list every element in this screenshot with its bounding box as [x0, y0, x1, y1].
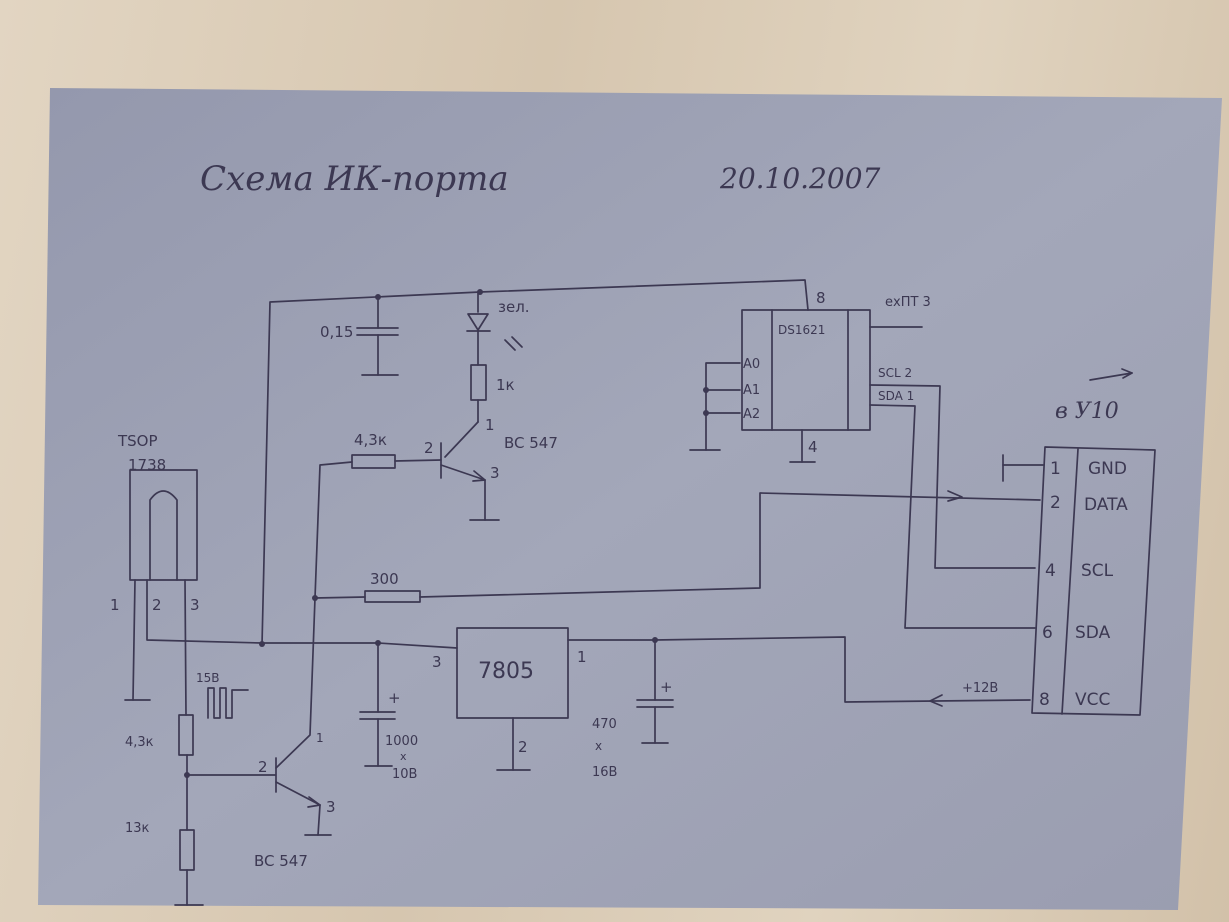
paper [38, 88, 1222, 910]
conn-pin-name: DATA [1084, 495, 1128, 515]
ds-sda: SDA 1 [878, 389, 914, 403]
r-div-bot-label: 13к [125, 821, 150, 836]
destination-label: в У10 [1055, 399, 1119, 424]
cap-in-x: x [400, 750, 407, 763]
tsop-pin1: 1 [110, 596, 120, 614]
ds-name: DS1621 [778, 323, 825, 337]
conn-pin-num: 6 [1042, 623, 1053, 643]
connector: 1 GND 2 DATA 4 SCL 6 SDA 8 VCC +12В [962, 459, 1128, 710]
q-bot-pin3: 3 [326, 798, 336, 816]
conn-pin-num: 2 [1050, 493, 1061, 513]
cap-in-plus: + [388, 689, 401, 707]
ds-a0: A0 [743, 357, 760, 372]
ds-pin8: 8 [816, 289, 826, 307]
led-label: зел. [498, 298, 530, 316]
conn-pin-name: SCL [1081, 561, 1114, 581]
conn-pin-name: VCC [1075, 690, 1110, 710]
cap1-label: 0,15 [320, 323, 353, 341]
q-bot-pin1: 1 [316, 731, 324, 745]
conn-pin-name: GND [1088, 459, 1127, 479]
cap-in-voltage: 10В [392, 767, 417, 782]
cap-out-value: 470 [592, 717, 617, 732]
ds-pin4: 4 [808, 438, 818, 456]
ds-a2: A2 [743, 407, 760, 422]
q-top-pin3: 3 [490, 464, 500, 482]
r-div-top-label: 4,3к [125, 735, 154, 750]
conn-pin-num: 4 [1045, 561, 1056, 581]
q-top-model: BC 547 [504, 434, 558, 452]
reg-pin-gnd: 2 [518, 738, 528, 756]
tsop-pin3: 3 [190, 596, 200, 614]
conn-pin-num: 1 [1050, 459, 1061, 479]
reg-name: 7805 [478, 659, 534, 684]
r-led-label: 1к [496, 376, 515, 394]
ds-tout: ехПТ 3 [885, 295, 931, 310]
date: 20.10.2007 [719, 162, 881, 195]
tsop-name: TSOP [117, 432, 158, 450]
supply-label: +12В [962, 681, 998, 696]
conn-pin-name: SDA [1075, 623, 1111, 643]
cap-out-plus: + [660, 678, 673, 696]
r300-label: 300 [370, 570, 399, 588]
conn-pin-num: 8 [1039, 690, 1050, 710]
q-bot-pin2: 2 [258, 758, 268, 776]
reg-pin-out: 1 [577, 648, 587, 666]
tsop-signal: 15В [196, 671, 220, 685]
cap-out-voltage: 16В [592, 765, 617, 780]
tsop-pin2: 2 [152, 596, 162, 614]
ds-scl: SCL 2 [878, 366, 912, 380]
tsop-model: 1738 [128, 456, 166, 474]
q-top-pin1: 1 [485, 416, 495, 434]
r-base-top-label: 4,3к [354, 431, 387, 449]
cap-in-value: 1000 [385, 734, 418, 749]
q-top-pin2: 2 [424, 439, 434, 457]
wires [124, 279, 1156, 906]
ds-a1: A1 [743, 383, 760, 398]
cap-out-x: x [595, 739, 602, 753]
reg-pin-in: 3 [432, 653, 442, 671]
title: Схема ИК-порта [200, 159, 509, 199]
junction-dots [184, 289, 709, 778]
q-bot-model: BC 547 [254, 852, 308, 870]
